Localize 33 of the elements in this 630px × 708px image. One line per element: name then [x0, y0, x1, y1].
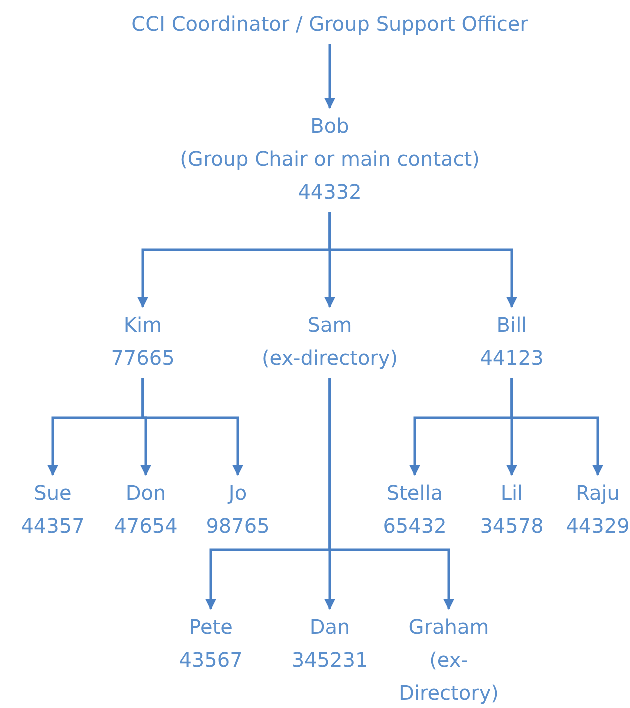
- contact-detail: 44329: [566, 513, 630, 540]
- contact-detail: 77665: [111, 345, 175, 372]
- contact-detail: 65432: [383, 513, 447, 540]
- contact-detail: 98765: [206, 513, 270, 540]
- person-name: Graham: [408, 614, 490, 641]
- contact-detail: (ex-Directory): [398, 647, 500, 707]
- connector-arrow: [510, 378, 604, 476]
- contact-detail: 345231: [292, 647, 368, 674]
- person-name: Sam: [308, 312, 352, 339]
- person-name: Lil: [500, 480, 524, 507]
- person-name: Jo: [228, 480, 248, 507]
- connector-arrow: [328, 378, 455, 610]
- contact-detail: (Group Chair or main contact): [180, 146, 480, 173]
- person-name: Stella: [386, 480, 444, 507]
- connector-arrow: [324, 44, 336, 110]
- person-name: Sue: [34, 480, 72, 507]
- connector-arrow: [142, 378, 244, 476]
- contact-detail: 44332: [298, 179, 362, 206]
- contact-detail: 43567: [179, 647, 243, 674]
- person-name: Don: [126, 480, 166, 507]
- role-title: CCI Coordinator / Group Support Officer: [132, 11, 528, 38]
- person-name: Dan: [310, 614, 350, 641]
- contact-detail: 44357: [21, 513, 85, 540]
- contact-detail: (ex-directory): [262, 345, 398, 372]
- person-name: Kim: [124, 312, 162, 339]
- contact-detail: 47654: [114, 513, 178, 540]
- person-name: Bob: [310, 113, 350, 140]
- contact-detail: 34578: [480, 513, 544, 540]
- connector-arrow: [328, 212, 518, 308]
- person-name: Bill: [496, 312, 528, 339]
- person-name: Raju: [576, 480, 620, 507]
- person-name: Pete: [189, 614, 233, 641]
- contact-detail: 44123: [480, 345, 544, 372]
